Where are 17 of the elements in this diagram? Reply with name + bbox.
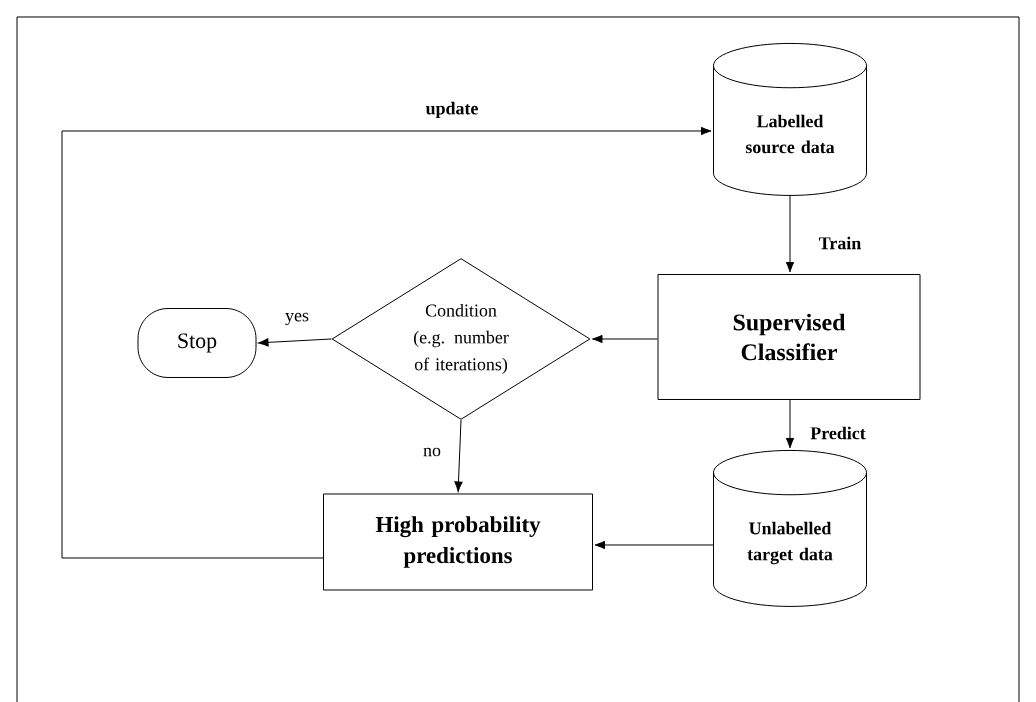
edge-label: Predict: [809, 425, 867, 441]
edge-label: no: [422, 446, 442, 458]
arrow: [594, 540, 714, 550]
arrow: [785, 399, 795, 449]
data-cylinder: Labelled source data: [713, 42, 867, 196]
terminal-box: Stop: [137, 308, 257, 378]
process-box: High probability predictions: [323, 493, 593, 591]
arrow: [61, 126, 712, 559]
edge-label: yes: [284, 311, 310, 327]
arrow: [454, 419, 463, 492]
arrow: [592, 334, 658, 344]
data-cylinder: Unlabelled target data: [713, 449, 867, 607]
arrow: [785, 195, 795, 273]
arrow: [258, 338, 332, 347]
process-box: Supervised Classifier: [657, 274, 921, 400]
edge-label: Train: [817, 235, 863, 251]
edge-label: update: [424, 100, 480, 120]
